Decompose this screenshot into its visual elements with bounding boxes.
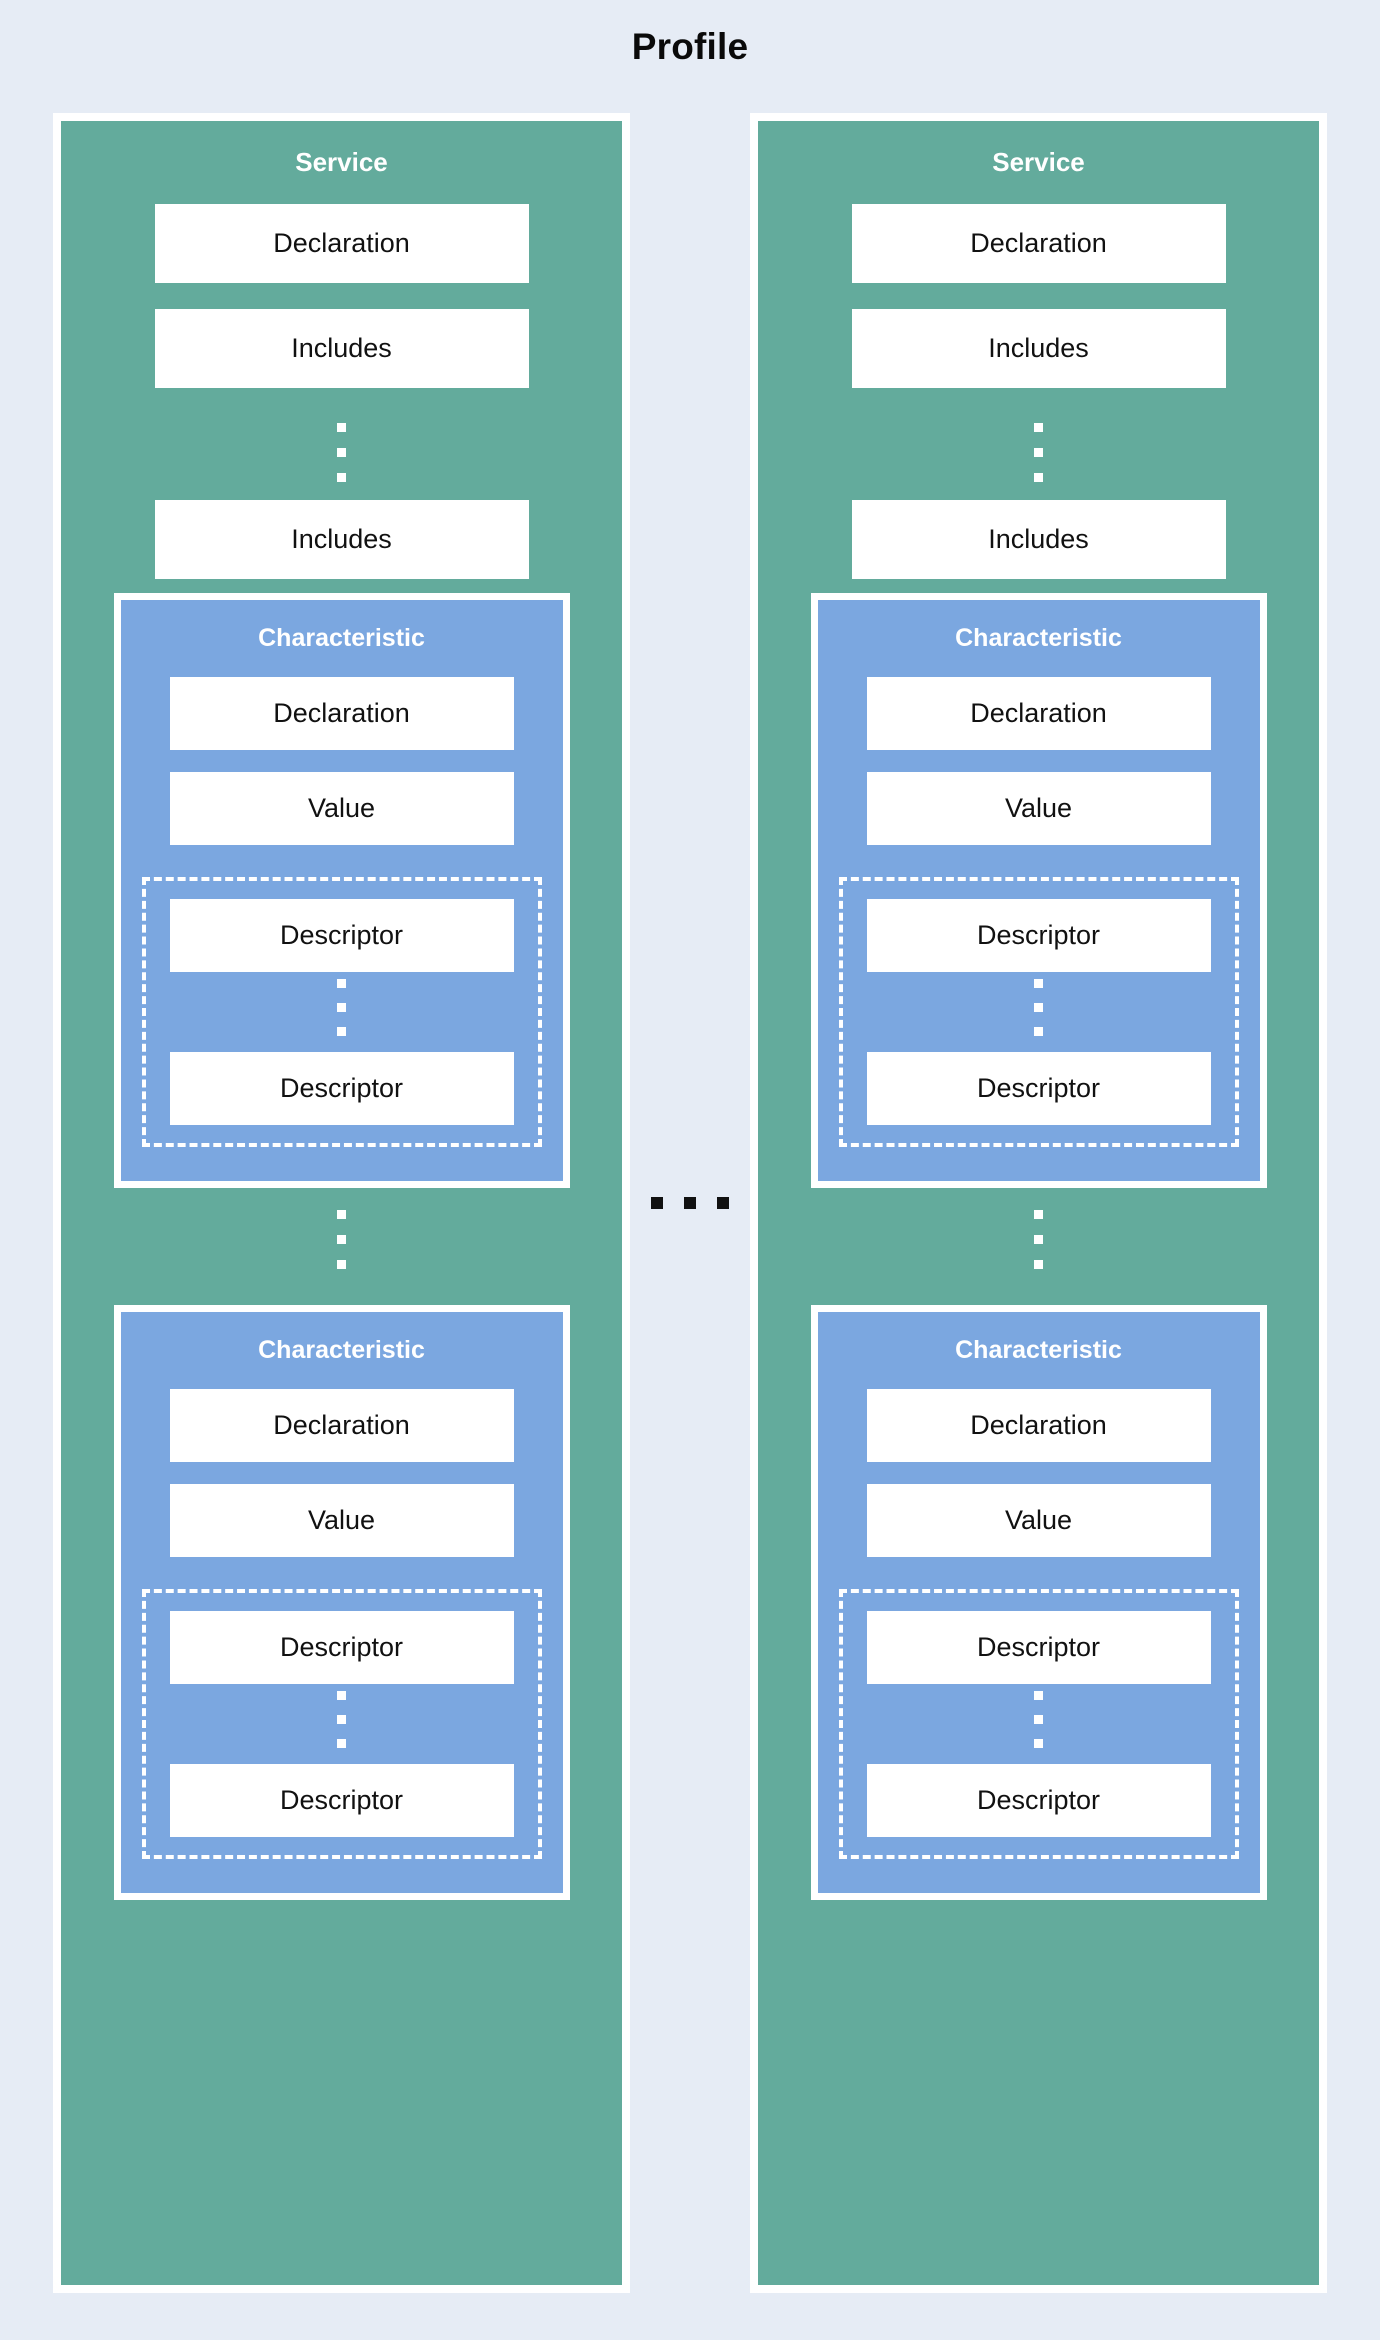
characteristic-value-box[interactable]: Value [169,772,514,845]
service-include-box-last[interactable]: Includes [154,500,529,579]
page-title: Profile [631,26,749,67]
descriptor-box-last[interactable]: Descriptor [169,1764,514,1837]
service-block-2[interactable]: Service Declaration Includes Includes Ch… [750,113,1327,2293]
characteristic-value-box[interactable]: Value [169,1484,514,1557]
service-include-box-last[interactable]: Includes [851,500,1226,579]
characteristic-declaration-box[interactable]: Declaration [169,677,514,750]
include-ellipsis-icon [1034,423,1043,482]
ellipsis-dot [1034,448,1043,457]
characteristic-block-1[interactable]: Characteristic Declaration Value Descrip… [810,593,1267,1188]
ellipsis-dot [1034,1739,1043,1748]
characteristic-title: Characteristic [258,1336,425,1364]
ellipsis-dot [1034,1715,1043,1724]
ellipsis-dot [1034,473,1043,482]
ellipsis-dot [1034,1235,1043,1244]
service-include-box-first[interactable]: Includes [851,309,1226,388]
descriptor-ellipsis-icon [337,979,346,1036]
characteristic-value-box[interactable]: Value [866,772,1211,845]
characteristic-ellipsis-icon [337,1210,346,1269]
ellipsis-dot [337,1235,346,1244]
service-declaration-box[interactable]: Declaration [154,204,529,283]
ellipsis-dot [717,1197,729,1209]
ellipsis-dot [337,1003,346,1012]
descriptor-box-last[interactable]: Descriptor [866,1764,1211,1837]
ellipsis-dot [337,979,346,988]
ellipsis-dot [337,423,346,432]
ellipsis-dot [337,1027,346,1036]
ellipsis-dot [1034,1691,1043,1700]
characteristic-block-2[interactable]: Characteristic Declaration Value Descrip… [113,1305,570,1900]
characteristic-ellipsis-icon [1034,1210,1043,1269]
characteristic-value-box[interactable]: Value [866,1484,1211,1557]
ellipsis-dot [1034,979,1043,988]
descriptor-box-first[interactable]: Descriptor [866,899,1211,972]
descriptor-ellipsis-icon [337,1691,346,1748]
characteristic-declaration-box[interactable]: Declaration [866,677,1211,750]
ellipsis-dot [1034,1027,1043,1036]
characteristic-title: Characteristic [955,624,1122,652]
descriptor-group: Descriptor Descriptor [141,877,542,1147]
ellipsis-dot [337,1691,346,1700]
ellipsis-dot [337,473,346,482]
service-columns: Service Declaration Includes Includes Ch… [53,113,1327,2293]
ellipsis-dot [684,1197,696,1209]
service-include-box-first[interactable]: Includes [154,309,529,388]
ellipsis-dot [1034,423,1043,432]
service-block-1[interactable]: Service Declaration Includes Includes Ch… [53,113,630,2293]
descriptor-box-last[interactable]: Descriptor [866,1052,1211,1125]
ellipsis-dot [337,1260,346,1269]
descriptor-group: Descriptor Descriptor [838,1589,1239,1859]
ellipsis-dot [1034,1003,1043,1012]
ellipsis-dot [337,448,346,457]
services-ellipsis-icon [630,1197,750,1209]
descriptor-ellipsis-icon [1034,1691,1043,1748]
descriptor-box-first[interactable]: Descriptor [169,899,514,972]
ellipsis-dot [651,1197,663,1209]
ellipsis-dot [1034,1260,1043,1269]
descriptor-group: Descriptor Descriptor [838,877,1239,1147]
ellipsis-dot [1034,1210,1043,1219]
characteristic-title: Characteristic [258,624,425,652]
characteristic-declaration-box[interactable]: Declaration [169,1389,514,1462]
service-declaration-box[interactable]: Declaration [851,204,1226,283]
descriptor-box-last[interactable]: Descriptor [169,1052,514,1125]
descriptor-group: Descriptor Descriptor [141,1589,542,1859]
include-ellipsis-icon [337,423,346,482]
characteristic-declaration-box[interactable]: Declaration [866,1389,1211,1462]
service-title: Service [295,147,388,177]
descriptor-box-first[interactable]: Descriptor [866,1611,1211,1684]
ellipsis-dot [337,1715,346,1724]
service-title: Service [992,147,1085,177]
characteristic-block-2[interactable]: Characteristic Declaration Value Descrip… [810,1305,1267,1900]
characteristic-title: Characteristic [955,1336,1122,1364]
ellipsis-dot [337,1210,346,1219]
ellipsis-dot [337,1739,346,1748]
descriptor-ellipsis-icon [1034,979,1043,1036]
descriptor-box-first[interactable]: Descriptor [169,1611,514,1684]
characteristic-block-1[interactable]: Characteristic Declaration Value Descrip… [113,593,570,1188]
